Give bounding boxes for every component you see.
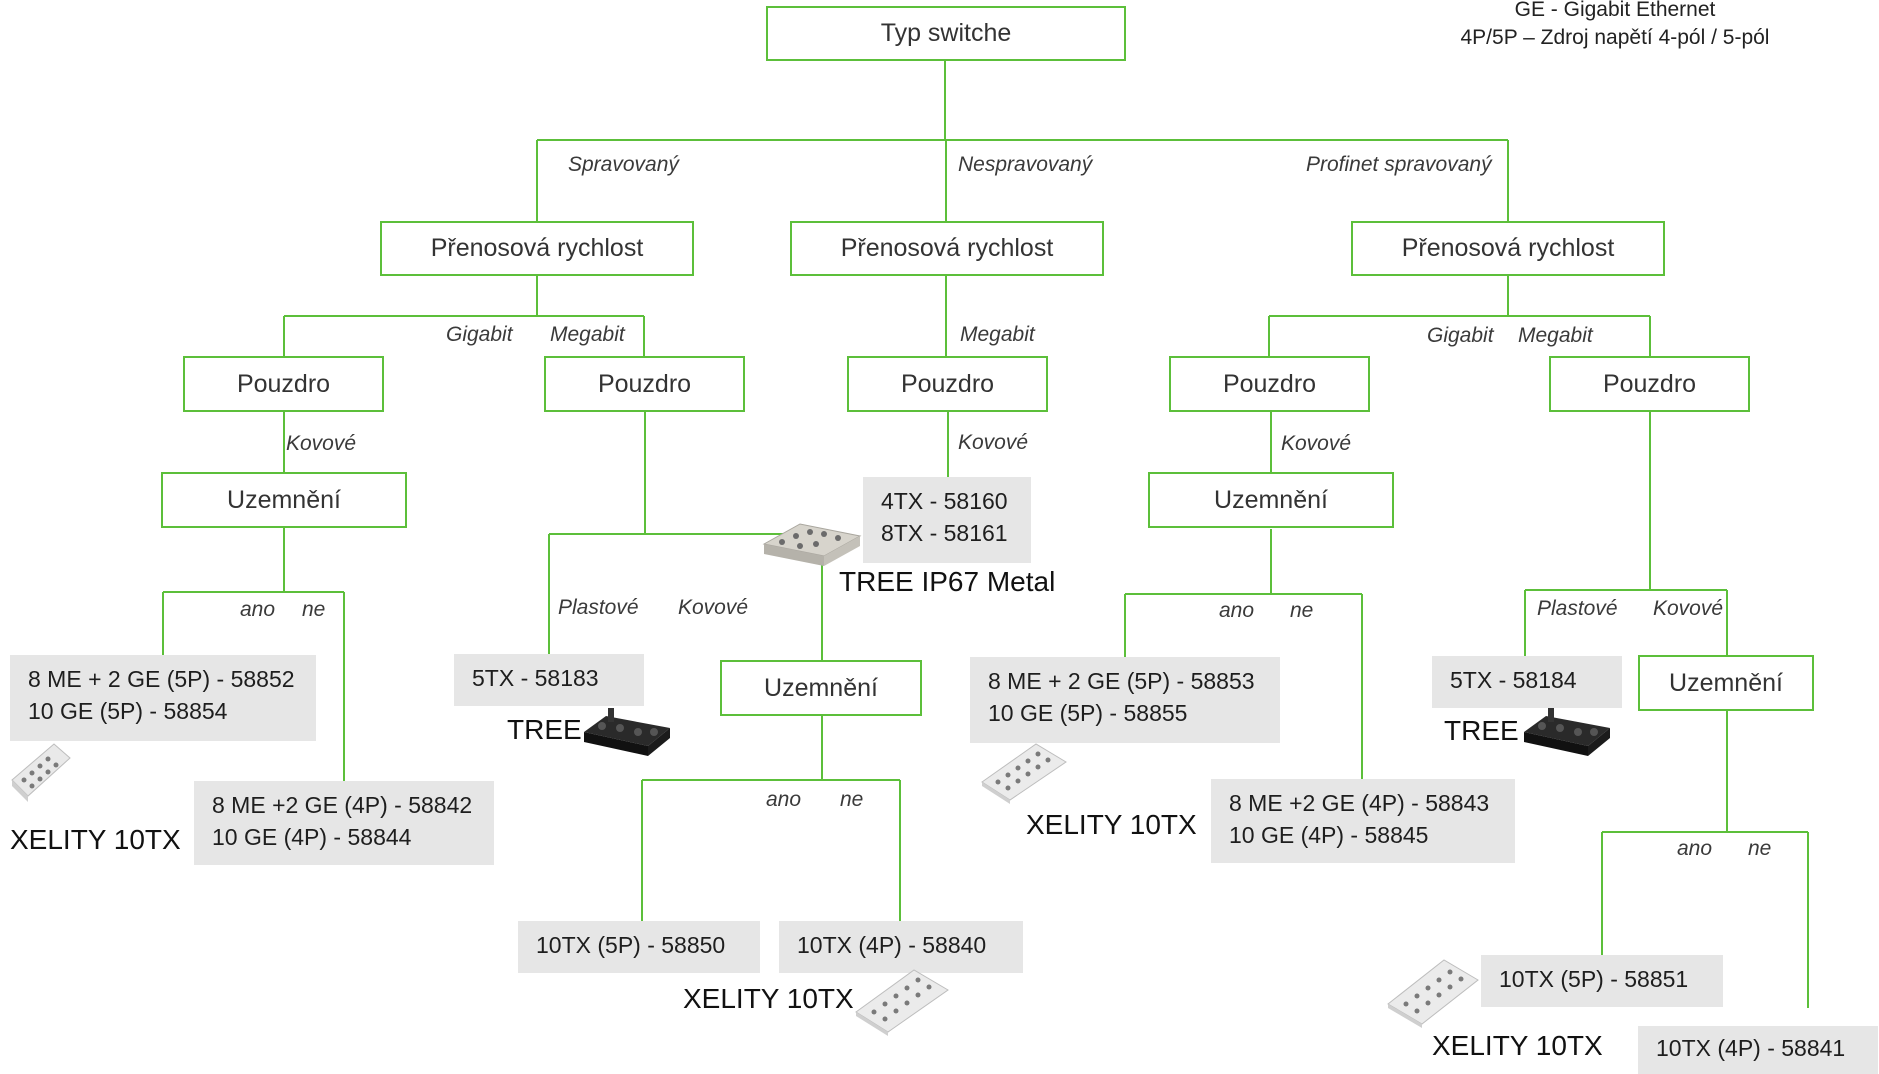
family-label-xelity: XELITY 10TX — [10, 824, 181, 855]
edge-label-ano-p-g: ano — [1219, 599, 1255, 622]
product-box-p-m-k-ne: 10TX (4P) - 58841 — [1638, 1026, 1878, 1074]
product-line: 4TX - 58160 — [881, 488, 1008, 514]
product-line: 10 GE (4P) - 58844 — [212, 824, 412, 850]
edge-label-kovove-p-g: Kovové — [1281, 432, 1352, 455]
product-line: 10TX (4P) - 58841 — [1656, 1035, 1846, 1061]
edge-label-ne-s-m: ne — [840, 788, 864, 811]
product-box-p-m-k-ano: 10TX (5P) - 58851 — [1481, 955, 1723, 1007]
product-box-s-m-k-ne: 10TX (4P) - 58840 — [779, 921, 1023, 973]
product-line: 8 ME +2 GE (4P) - 58842 — [212, 792, 473, 818]
edge-label-kovove-s-m: Kovové — [678, 596, 749, 619]
switch-device-icon — [981, 743, 1067, 804]
family-label-xelity: XELITY 10TX — [1026, 809, 1197, 840]
grounding-node-p-m: Uzemnění — [1638, 655, 1814, 711]
edge-label-profinet: Profinet spravovaný — [1306, 153, 1492, 176]
housing-node-p-megabit: Pouzdro — [1549, 356, 1750, 412]
edge-label-plastove-s: Plastové — [558, 596, 639, 619]
product-box-n-m-k: 4TX - 58160 8TX - 58161 — [863, 477, 1031, 563]
product-line: 10TX (4P) - 58840 — [797, 932, 987, 958]
edge-label-ano-s-m: ano — [766, 788, 802, 811]
family-label-xelity: XELITY 10TX — [1432, 1030, 1603, 1061]
grounding-node-s-m: Uzemnění — [720, 660, 922, 716]
switch-device-icon — [855, 969, 949, 1036]
family-label-tree-metal: TREE IP67 Metal — [839, 566, 1056, 597]
product-line: 5TX - 58184 — [1450, 667, 1577, 693]
edge-label-gigabit-s: Gigabit — [446, 323, 513, 346]
edge-label-nespravovany: Nespravovaný — [958, 153, 1093, 176]
legend-line-2: 4P/5P – Zdroj napětí 4-pól / 5-pól — [1460, 26, 1770, 49]
housing-node-n-megabit: Pouzdro — [847, 356, 1048, 412]
speed-node-spravovany: Přenosová rychlost — [380, 221, 694, 276]
product-box-p-g-ne: 8 ME +2 GE (4P) - 58843 10 GE (4P) - 588… — [1211, 779, 1515, 863]
metal-switch-device-icon — [762, 523, 862, 566]
edge-label-megabit-s: Megabit — [550, 323, 625, 346]
switch-device-icon — [11, 743, 71, 802]
product-box-p-m-plastove: 5TX - 58184 — [1432, 656, 1622, 708]
edge-label-gigabit-p: Gigabit — [1427, 324, 1494, 347]
edge-label-ne-s-g: ne — [302, 598, 326, 621]
product-line: 8 ME +2 GE (4P) - 58843 — [1229, 790, 1490, 816]
product-line: 10 GE (4P) - 58845 — [1229, 822, 1429, 848]
product-box-p-g-ano: 8 ME + 2 GE (5P) - 58853 10 GE (5P) - 58… — [970, 657, 1280, 743]
product-box-s-g-ano: 8 ME + 2 GE (5P) - 58852 10 GE (5P) - 58… — [10, 655, 316, 741]
product-line: 8 ME + 2 GE (5P) - 58853 — [988, 668, 1255, 694]
housing-node-p-gigabit: Pouzdro — [1169, 356, 1370, 412]
grounding-node-s-g: Uzemnění — [161, 472, 407, 528]
edge-label-ano-s-g: ano — [240, 598, 276, 621]
family-label-xelity: XELITY 10TX — [683, 983, 854, 1014]
tree-switch-device-icon — [584, 708, 670, 756]
edge-label-kovove-n: Kovové — [958, 431, 1029, 454]
edge-label-megabit-p: Megabit — [1518, 324, 1593, 347]
root-node: Typ switche — [766, 6, 1126, 61]
switch-device-icon — [1387, 959, 1479, 1028]
edge-label-spravovany: Spravovaný — [568, 153, 679, 176]
edge-label-megabit-n: Megabit — [960, 323, 1035, 346]
product-line: 10TX (5P) - 58851 — [1499, 966, 1689, 992]
grounding-node-p-g: Uzemnění — [1148, 472, 1394, 528]
edge-label-ne-p-g: ne — [1290, 599, 1314, 622]
product-box-s-m-k-ano: 10TX (5P) - 58850 — [518, 921, 760, 973]
edge-label-ano-p-m: ano — [1677, 837, 1713, 860]
family-label-tree: TREE — [507, 714, 582, 745]
product-line: 10TX (5P) - 58850 — [536, 932, 726, 958]
edge-label-ne-p-m: ne — [1748, 837, 1772, 860]
product-line: 8 ME + 2 GE (5P) - 58852 — [28, 666, 295, 692]
family-label-tree: TREE — [1444, 715, 1519, 746]
legend-line-1: GE - Gigabit Ethernet — [1514, 0, 1716, 21]
edge-label-kovove-p-m: Kovové — [1653, 597, 1724, 620]
product-line: 5TX - 58183 — [472, 665, 599, 691]
speed-node-nespravovany: Přenosová rychlost — [790, 221, 1104, 276]
product-box-s-g-ne: 8 ME +2 GE (4P) - 58842 10 GE (4P) - 588… — [194, 781, 494, 865]
housing-node-s-gigabit: Pouzdro — [183, 356, 384, 412]
tree-switch-device-icon — [1524, 708, 1610, 756]
housing-node-s-megabit: Pouzdro — [544, 356, 745, 412]
edge-label-kovove-s-g: Kovové — [286, 432, 357, 455]
edge-label-plastove-p: Plastové — [1537, 597, 1618, 620]
product-box-s-m-plastove: 5TX - 58183 — [454, 654, 644, 706]
legend: GE - Gigabit Ethernet 4P/5P – Zdroj napě… — [1395, 0, 1835, 52]
speed-node-profinet: Přenosová rychlost — [1351, 221, 1665, 276]
product-line: 8TX - 58161 — [881, 520, 1008, 546]
product-line: 10 GE (5P) - 58855 — [988, 700, 1188, 726]
product-line: 10 GE (5P) - 58854 — [28, 698, 228, 724]
